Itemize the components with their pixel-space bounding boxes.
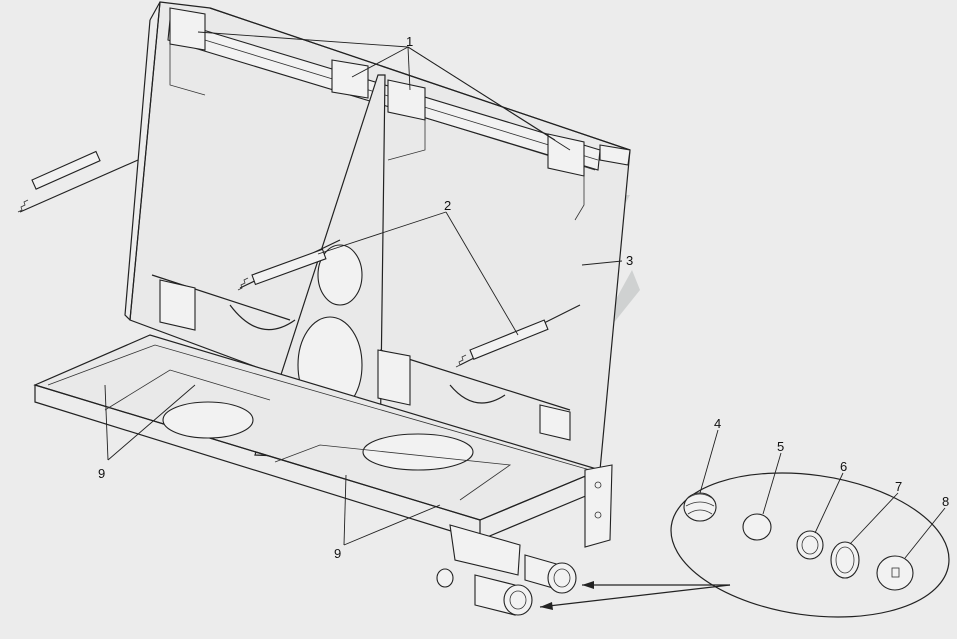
mounting-plate — [449, 464, 613, 576]
threaded-rods — [17, 150, 581, 368]
label-7: 7 — [895, 479, 902, 494]
detail-callout — [539, 472, 950, 618]
label-9-left: 9 — [98, 466, 105, 481]
part-labels: 1 2 3 4 5 6 7 8 9 9 — [98, 34, 949, 561]
label-6: 6 — [840, 459, 847, 474]
leader-lines — [104, 31, 946, 559]
label-4: 4 — [714, 416, 721, 431]
base-tray — [33, 334, 602, 541]
label-1: 1 — [406, 34, 413, 49]
label-8: 8 — [942, 494, 949, 509]
inner-lower-panel — [151, 274, 571, 441]
label-9-right: 9 — [334, 546, 341, 561]
label-2: 2 — [444, 198, 451, 213]
bracket-parts — [169, 7, 585, 221]
pipe-fittings — [436, 554, 577, 616]
label-3: 3 — [626, 253, 633, 268]
label-5: 5 — [777, 439, 784, 454]
